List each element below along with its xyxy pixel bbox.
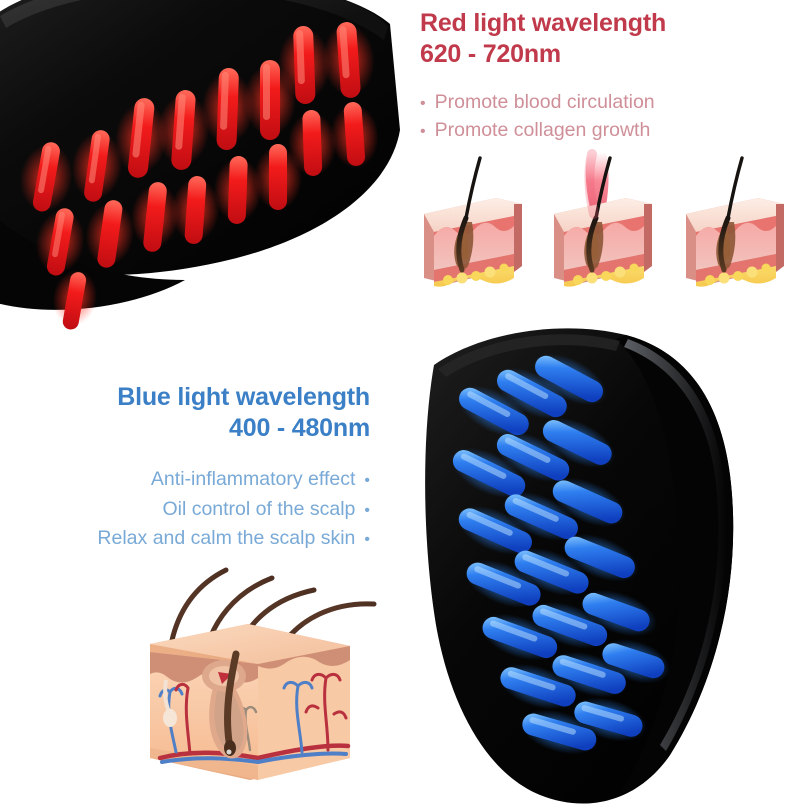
- red-light-title-line1: Red light wavelength: [420, 9, 667, 37]
- red-light-bullet-text: Promote blood circulation: [434, 91, 655, 113]
- sweat-gland: [163, 679, 177, 727]
- skin-panel-highlighted: [554, 149, 652, 287]
- blue-light-bullet-item: Anti-inflammatory effect •: [40, 465, 370, 495]
- blue-light-comb-image: [420, 325, 800, 805]
- red-light-bullet-item: • Promote collagen growth: [420, 117, 750, 145]
- skin-cross-section-row: [412, 149, 800, 318]
- hair-follicle: [202, 650, 248, 759]
- blue-light-bullet-text: Relax and calm the scalp skin: [97, 527, 356, 550]
- blue-light-bullet-item: Oil control of the scalp •: [40, 495, 370, 525]
- red-light-bullet-list: • Promote blood circulation • Promote co…: [420, 89, 750, 144]
- blue-light-title: Blue light wavelength 400 - 480nm: [40, 382, 370, 443]
- blue-light-title-line2: 400 - 480nm: [229, 413, 370, 442]
- bullet-dot-icon: •: [420, 95, 426, 112]
- blue-light-title-line1: Blue light wavelength: [117, 383, 370, 411]
- skin-panel: [686, 156, 784, 287]
- blue-light-bullet-item: Relax and calm the scalp skin •: [40, 524, 370, 554]
- skin-block-with-follicles-image: [132, 562, 382, 794]
- blue-light-bullet-list: Anti-inflammatory effect • Oil control o…: [40, 465, 370, 554]
- blue-comb-teeth: [451, 353, 671, 755]
- red-light-comb-image: [0, 0, 400, 380]
- blue-light-text-block: Blue light wavelength 400 - 480nm Anti-i…: [40, 382, 370, 554]
- red-light-title: Red light wavelength 620 - 720nm: [420, 8, 750, 69]
- bullet-dot-icon: •: [420, 122, 426, 140]
- red-light-title-line2: 620 - 720nm: [420, 39, 561, 68]
- blue-light-bullet-text: Oil control of the scalp: [162, 497, 356, 520]
- red-light-text-block: Red light wavelength 620 - 720nm • Promo…: [420, 8, 750, 144]
- red-comb-teeth: [19, 22, 379, 330]
- skin-panel: [424, 156, 522, 287]
- bullet-dot-icon: •: [364, 531, 370, 549]
- red-light-bullet-text: Promote collagen growth: [434, 118, 651, 141]
- bullet-dot-icon: •: [364, 472, 370, 489]
- blue-light-bullet-text: Anti-inflammatory effect: [150, 468, 356, 490]
- bullet-dot-icon: •: [364, 501, 370, 519]
- red-light-bullet-item: • Promote blood circulation: [420, 89, 750, 117]
